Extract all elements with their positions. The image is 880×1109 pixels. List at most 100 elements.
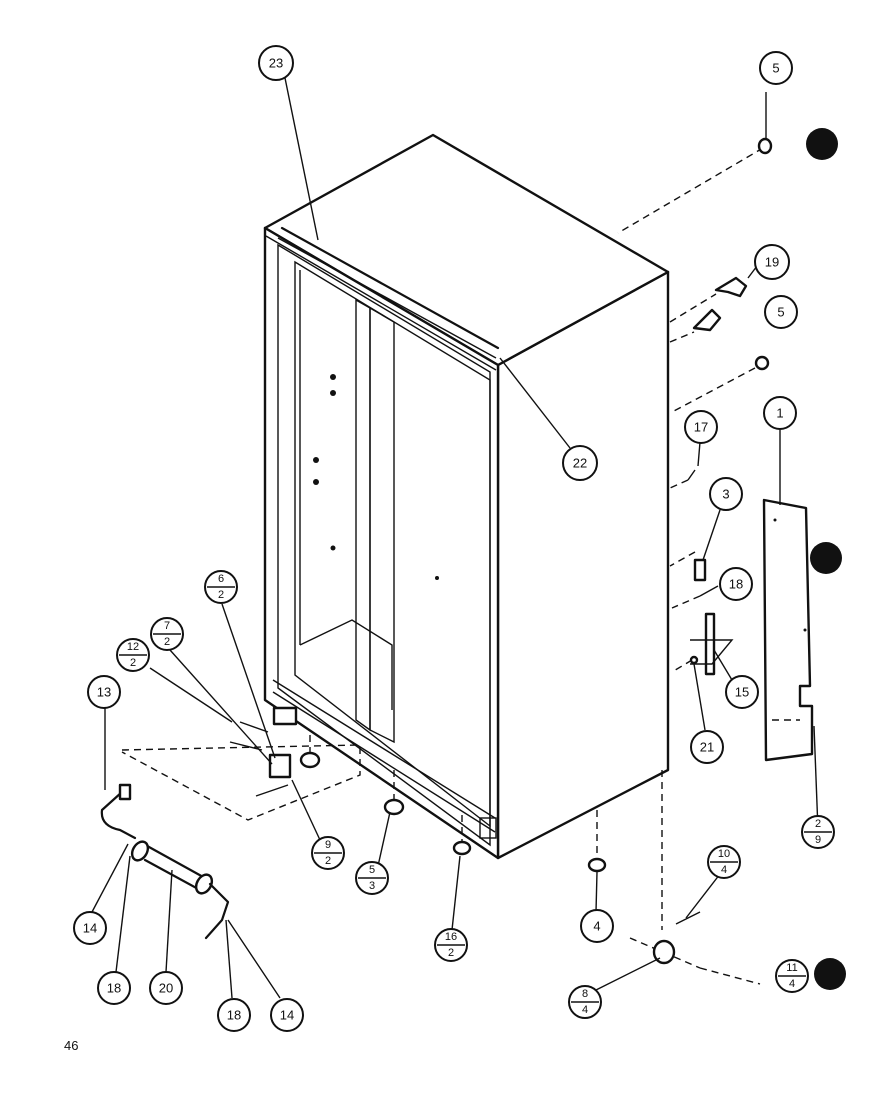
- fraction-bottom: 2: [218, 589, 224, 601]
- callout-18-right[interactable]: 18: [719, 567, 753, 601]
- fraction-bottom: 2: [325, 855, 331, 867]
- shelf-hole: [330, 545, 336, 551]
- top-channel-2: [277, 237, 497, 359]
- callout-11-4[interactable]: 114: [775, 959, 809, 993]
- callout-18-bottom[interactable]: 18: [217, 998, 251, 1032]
- fraction-bottom: 2: [448, 947, 454, 959]
- bracket-19: [714, 276, 748, 298]
- callout-2-9[interactable]: 29: [801, 815, 835, 849]
- callout-5-middle[interactable]: 5: [764, 295, 798, 329]
- base-outline: [121, 744, 361, 821]
- fraction-bottom: 3: [369, 880, 375, 892]
- side-panel-1: [762, 498, 814, 762]
- refrigerator-cabinet: [263, 133, 670, 860]
- callout-12-2[interactable]: 122: [116, 638, 150, 672]
- screw-5-top: [757, 137, 773, 155]
- callout-label: 14: [280, 1008, 294, 1023]
- shelf-hole: [330, 374, 336, 380]
- callout-5-top[interactable]: 5: [759, 51, 793, 85]
- callout-14-left[interactable]: 14: [73, 911, 107, 945]
- screw: [255, 784, 289, 797]
- screw-21: [689, 655, 699, 665]
- fraction-top: 16: [445, 931, 457, 943]
- callout-9-2[interactable]: 92: [311, 836, 345, 870]
- callout-4[interactable]: 4: [580, 909, 614, 943]
- roller-foot: [299, 751, 321, 769]
- fraction-bottom: 2: [130, 657, 136, 669]
- fraction-bottom: 4: [582, 1004, 588, 1016]
- drain-trough: [272, 706, 298, 726]
- clip-3: [693, 558, 707, 582]
- callout-19[interactable]: 19: [754, 244, 790, 280]
- cabinet-front-frame: [263, 226, 500, 860]
- side-hardware: [617, 92, 773, 985]
- fraction-bottom: 4: [789, 978, 795, 990]
- callout-20[interactable]: 20: [149, 971, 183, 1005]
- callout-16-2[interactable]: 162: [434, 928, 468, 962]
- callout-label: 21: [700, 740, 714, 755]
- screw: [239, 721, 269, 733]
- callout-label: 5: [772, 61, 779, 76]
- callout-label: 18: [227, 1008, 241, 1023]
- fraction-bottom: 4: [721, 864, 727, 876]
- callout-21[interactable]: 21: [690, 730, 724, 764]
- callout-label: 20: [159, 981, 173, 996]
- callout-22[interactable]: 22: [562, 445, 598, 481]
- drain-pan-end: [130, 840, 150, 862]
- callout-15[interactable]: 15: [725, 675, 759, 709]
- fraction-bottom: 9: [815, 834, 821, 846]
- drain-fitting: [268, 753, 292, 779]
- callout-label: 18: [729, 577, 743, 592]
- callout-label: 14: [83, 921, 97, 936]
- drain-tube-exit: [204, 882, 230, 940]
- registration-dot: [814, 958, 846, 990]
- bottom-rail: [272, 679, 496, 819]
- feet: [299, 735, 607, 873]
- shelf-hole: [330, 390, 336, 396]
- callout-1[interactable]: 1: [763, 396, 797, 430]
- drain-tube-upper: [138, 840, 207, 880]
- shelf-hole: [435, 576, 439, 580]
- fraction-top: 5: [369, 864, 375, 876]
- screw: [229, 741, 263, 751]
- drain-pan-end: [194, 873, 214, 895]
- callout-10-4[interactable]: 104: [707, 845, 741, 879]
- drain-tube-lower: [143, 858, 202, 892]
- callout-14-bottom[interactable]: 14: [270, 998, 304, 1032]
- fraction-top: 11: [786, 962, 797, 974]
- leveling-foot: [452, 840, 472, 856]
- callout-label: 13: [97, 685, 111, 700]
- page-number: 46: [64, 1038, 78, 1053]
- cabinet-right-side: [496, 270, 670, 860]
- roller-foot: [383, 798, 405, 816]
- cabinet-opening-outer: [277, 243, 491, 847]
- callout-label: 18: [107, 981, 121, 996]
- callout-17[interactable]: 17: [684, 410, 718, 444]
- callout-6-2[interactable]: 62: [204, 570, 238, 604]
- fraction-top: 10: [718, 848, 730, 860]
- top-channel-3: [265, 235, 497, 371]
- callout-label: 23: [269, 56, 283, 71]
- callout-label: 15: [735, 685, 749, 700]
- callout-label: 17: [694, 420, 708, 435]
- cabinet-opening-inner: [294, 260, 491, 828]
- top-channel: [280, 226, 500, 350]
- callout-8-4[interactable]: 84: [568, 985, 602, 1019]
- center-mullion-face: [369, 306, 395, 744]
- hinge-bracket: [479, 817, 497, 839]
- bottom-rail-2: [272, 691, 496, 833]
- callout-3[interactable]: 3: [709, 477, 743, 511]
- callout-18-left[interactable]: 18: [97, 971, 131, 1005]
- callout-23[interactable]: 23: [258, 45, 294, 81]
- screw-5-middle: [754, 355, 770, 371]
- drain-tube: [100, 790, 137, 840]
- leader-lines: [91, 77, 819, 999]
- tube-15: [704, 612, 716, 676]
- callout-label: 3: [722, 487, 729, 502]
- tube-fitting: [118, 783, 132, 801]
- callout-5-3[interactable]: 53: [355, 861, 389, 895]
- fraction-top: 8: [582, 988, 588, 1000]
- callout-7-2[interactable]: 72: [150, 617, 184, 651]
- fraction-top: 2: [815, 818, 821, 830]
- callout-13[interactable]: 13: [87, 675, 121, 709]
